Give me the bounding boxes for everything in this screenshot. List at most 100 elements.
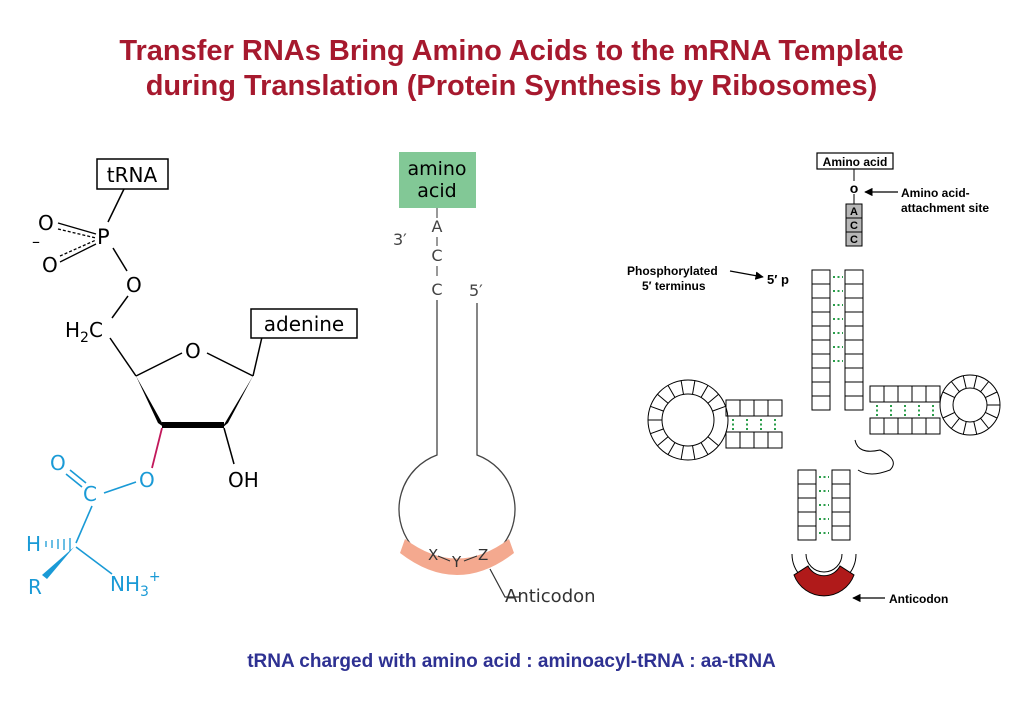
d-loop-tick — [667, 385, 676, 398]
d-loop-tick — [712, 405, 726, 412]
acceptor-3p-cell — [844, 297, 864, 313]
acceptor-3p-cell — [844, 283, 864, 299]
d-loop-tick — [650, 428, 664, 435]
anticodon-leader — [489, 568, 520, 598]
t-loop-tick — [942, 391, 955, 399]
adenine-label: adenine — [264, 312, 344, 336]
base-y: Y — [451, 553, 462, 571]
acceptor-5p-cell — [811, 311, 831, 327]
po-bond-2 — [59, 243, 97, 263]
ring-bond-o-c1 — [206, 352, 254, 377]
t-stem-top-cell — [925, 385, 941, 403]
alpha-hydrogen: H — [26, 532, 41, 556]
wedge-bond-r — [42, 547, 74, 579]
ch2-c4-bond — [109, 337, 137, 377]
acceptor-5p-cell — [811, 353, 831, 369]
d-loop-tick — [700, 385, 709, 398]
d-loop-tick — [707, 436, 719, 447]
d-loop-tick — [700, 442, 709, 455]
phos-label-2: 5′ terminus — [642, 279, 706, 293]
anticodon-highlight — [793, 565, 855, 597]
junction-right-cell — [844, 381, 864, 397]
t-stem-bottom-cell — [925, 417, 941, 435]
nucleotide-cells — [725, 269, 941, 541]
nucleotide-a: A — [432, 217, 443, 236]
d-loop-tick — [657, 436, 669, 447]
five-p-label: 5′ p — [767, 272, 789, 287]
anticodon-stem-left-cell — [797, 511, 817, 527]
acceptor-5p-cell — [811, 283, 831, 299]
acceptor-3p-cell — [844, 339, 864, 355]
t-stem-top-cell — [869, 385, 885, 403]
anticodon-stem-left-cell — [797, 497, 817, 513]
base-z: Z — [478, 546, 488, 564]
d-stem-bottom-cell — [753, 431, 769, 449]
page-title: Transfer RNAs Bring Amino Acids to the m… — [0, 34, 1023, 104]
anticodon-stem-right-cell — [831, 525, 851, 541]
hydroxyl: OH — [228, 468, 259, 492]
c1-adenine-bond — [252, 336, 263, 377]
linking-oxygen: O — [126, 273, 142, 297]
t-stem-top-cell — [911, 385, 927, 403]
anticodon-stem-right-cell — [831, 483, 851, 499]
trna-cloverleaf: Amino acid o A C C Amino acid- attachmen… — [627, 152, 1001, 606]
anticodon-loop-inner — [805, 553, 843, 573]
carbonyl-carbon: C — [83, 482, 97, 506]
d-stem-top-cell — [739, 399, 755, 417]
d-stem-bottom-cell — [739, 431, 755, 449]
anticodon-band — [400, 539, 514, 575]
t-loop-tick — [962, 375, 967, 389]
title-line-1: Transfer RNAs Bring Amino Acids to the m… — [119, 35, 904, 67]
acc-base-2: C — [850, 220, 858, 232]
junction-left-cell — [811, 395, 831, 411]
amino-acid-box-small — [816, 152, 894, 170]
d-loop-tick — [650, 405, 664, 412]
acc-base-1: A — [850, 206, 858, 218]
d-stem-top-cell — [753, 399, 769, 417]
junction-right-cell — [844, 367, 864, 383]
t-loop-tick — [950, 417, 960, 429]
t-stem-bottom-cell — [897, 417, 913, 435]
trna-box — [96, 158, 169, 190]
anticodon-label-small: Anticodon — [889, 592, 948, 606]
amino-group: NH3+ — [110, 569, 161, 600]
junction-left-cell — [811, 381, 831, 397]
nucleotide-c1: C — [431, 246, 442, 265]
figure-caption: tRNA charged with amino acid : aminoacyl… — [247, 651, 776, 672]
p-o-link-bond — [112, 247, 128, 272]
t-stem-top-cell — [883, 385, 899, 403]
anticodon-stem-right-cell — [831, 497, 851, 513]
adenine-box — [250, 308, 358, 339]
acceptor-5p-cell — [811, 339, 831, 355]
t-loop-tick — [950, 381, 960, 393]
trna-schematic: amino acid A C C 3′ 5′ X Y Z Anticodon — [393, 152, 596, 607]
po-bond-2b — [59, 239, 97, 257]
amino-acid-group: O O C H R NH3+ — [26, 451, 161, 600]
trna-loop-outline — [398, 300, 516, 569]
po-bond-1b — [57, 228, 97, 239]
phos-label-1: Phosphorylated — [627, 264, 718, 278]
junction-left-cell — [811, 367, 831, 383]
acceptor-3p-cell — [844, 353, 864, 369]
anticodon-stem-right-cell — [831, 469, 851, 485]
ester-bond — [151, 427, 163, 469]
anticodon-label: Anticodon — [505, 586, 596, 607]
t-loop-tick — [973, 421, 978, 435]
d-stem-top-cell — [767, 399, 783, 417]
hashed-bond — [45, 538, 71, 551]
linking-o-small: o — [850, 180, 859, 196]
junction-right-cell — [844, 395, 864, 411]
t-loop-ticks — [942, 375, 1000, 435]
r-group: R — [28, 575, 42, 599]
t-loop-tick — [985, 391, 998, 399]
amino-acid-bonds — [65, 469, 137, 575]
t-loop-tick — [942, 411, 955, 419]
title-line-2: during Translation (Protein Synthesis by… — [145, 70, 878, 102]
anticodon-stem-right-cell — [831, 511, 851, 527]
phos-arrow — [729, 270, 764, 280]
o-ch2-bond — [111, 295, 129, 319]
acceptor-5p-cell — [811, 269, 831, 285]
amino-acid-line2: acid — [417, 180, 456, 202]
po-bond-1 — [57, 222, 97, 235]
